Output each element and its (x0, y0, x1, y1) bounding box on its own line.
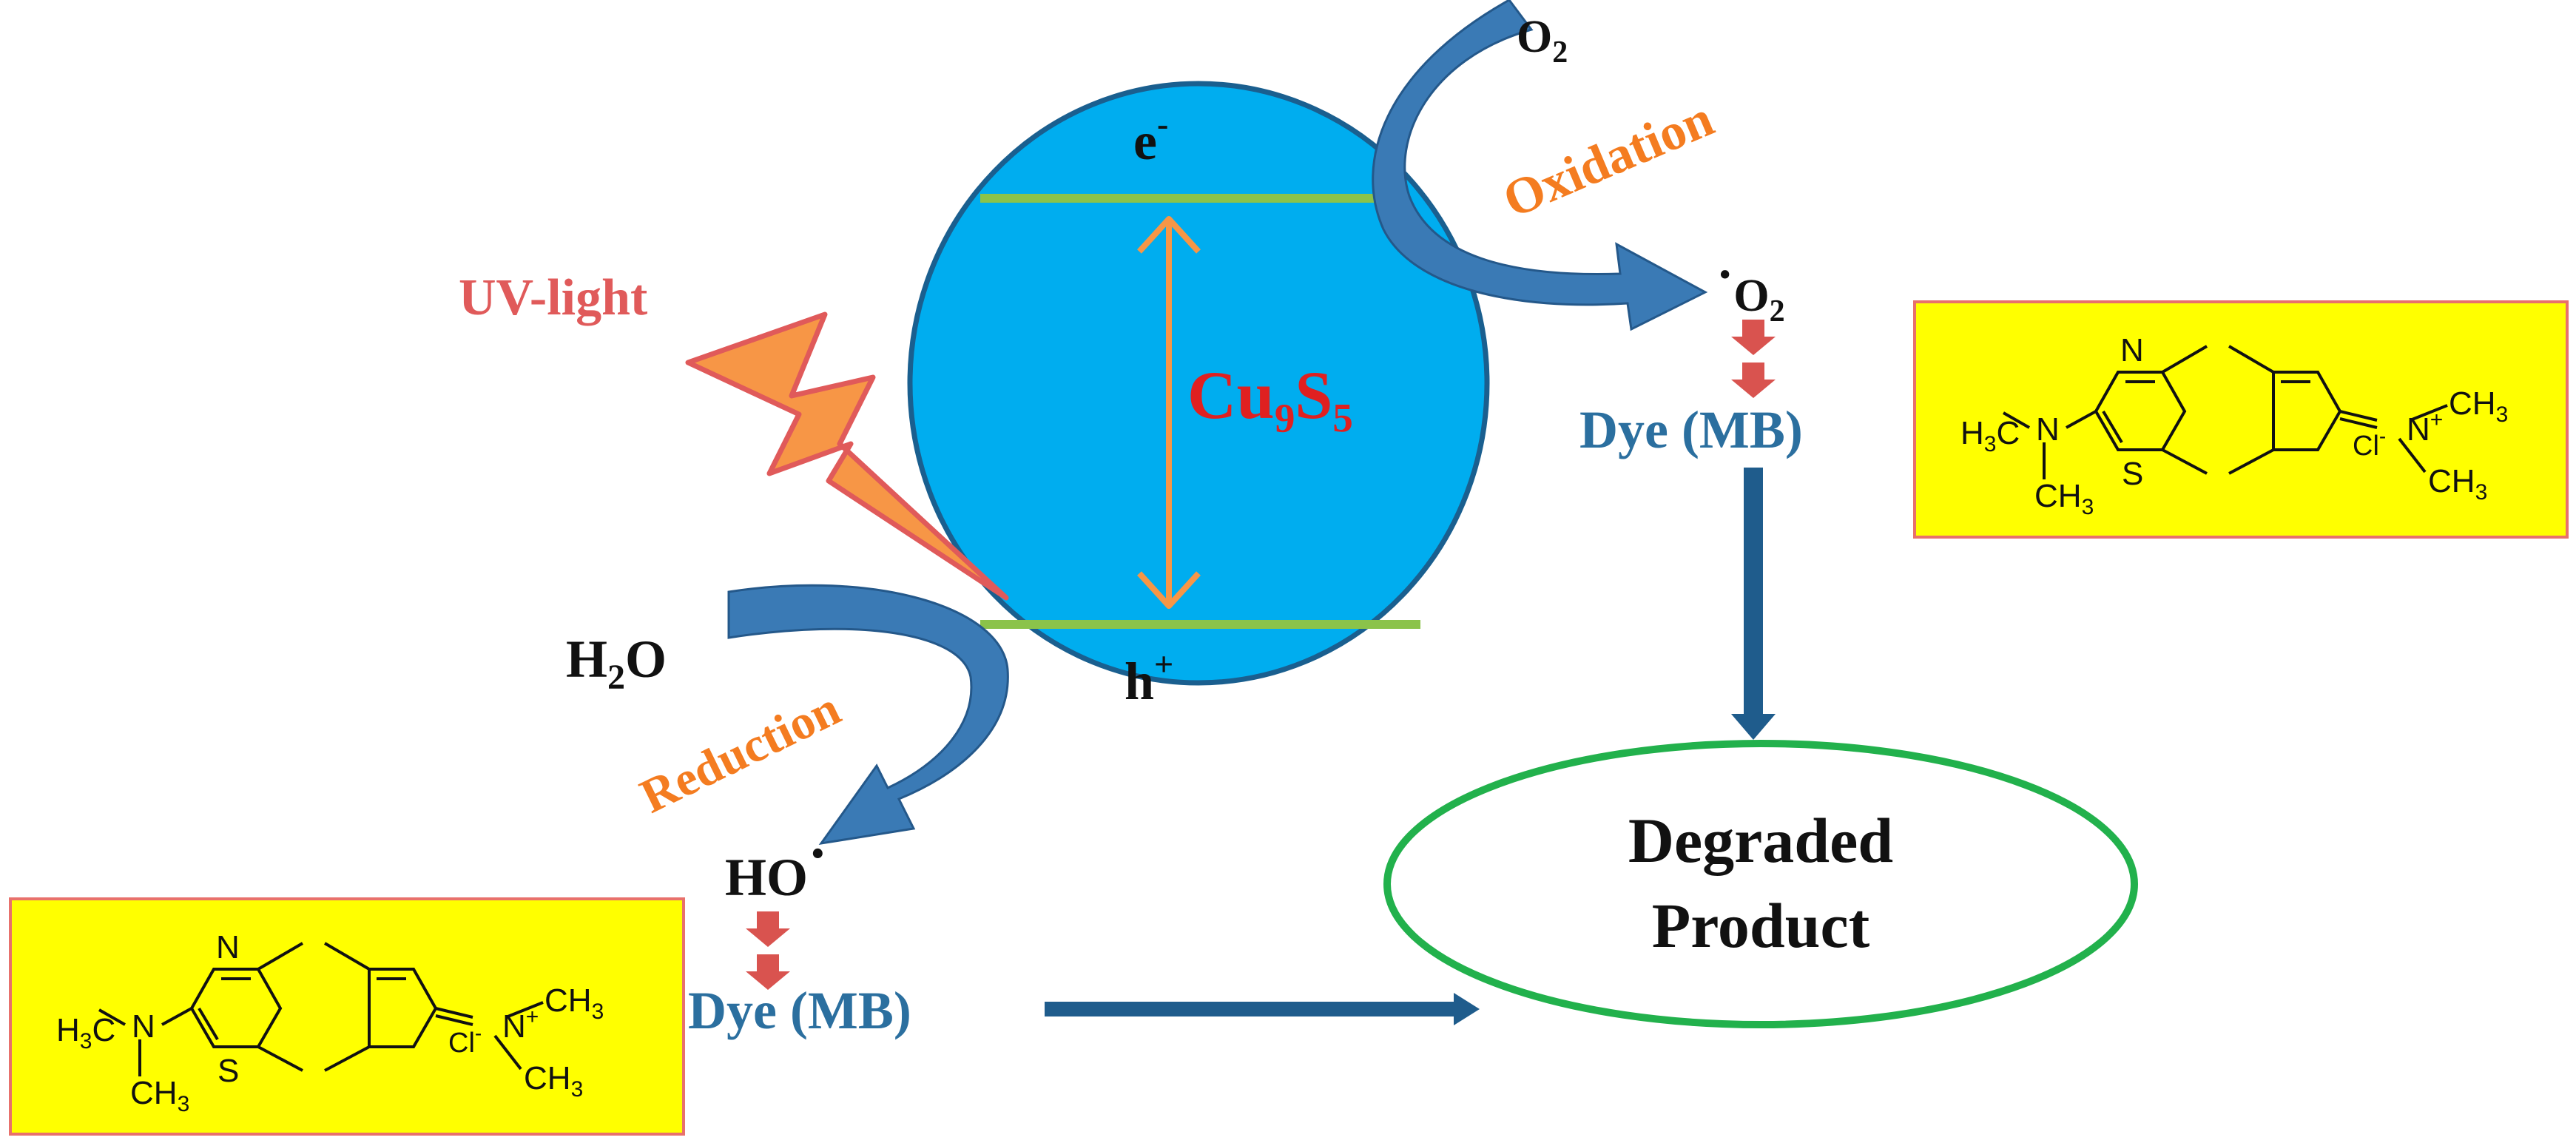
oxygen-label: O2 (1517, 12, 1568, 70)
reduction-label: Reduction (633, 681, 849, 824)
red-arrows-right (1731, 320, 1776, 398)
catalyst-particle (907, 81, 1490, 686)
molecule-box-left (9, 897, 685, 1136)
ring-s-label-left: S (218, 1053, 239, 1089)
h3c-label-right: H3C (1960, 415, 2020, 456)
methylene-blue-labels-right: N S H3C N CH3 N+ CH3 CH3 Cl- (1960, 332, 2508, 519)
uv-lightning-bolt (685, 311, 1009, 601)
h3c-label-left: H3C (56, 1012, 115, 1053)
ch3-top-label-left: CH3 (544, 982, 604, 1024)
oxidation-flow-arrow (1372, 0, 1708, 331)
ring-n-label-right: N (2120, 332, 2144, 368)
degraded-product-ellipse (1383, 740, 2138, 1028)
reduction-flow-arrow-body (727, 584, 1009, 846)
ch3-top-label-right: CH3 (2449, 385, 2508, 427)
cl-label-left: Cl- (448, 1022, 482, 1059)
dye-to-product-arrow-horizontal (1045, 993, 1480, 1025)
cl-label-right: Cl- (2353, 425, 2386, 462)
uv-light-label: UV-light (459, 269, 647, 326)
n-left-label-right: N (2036, 411, 2060, 448)
ch3-lower-label-right: CH3 (2428, 463, 2487, 505)
hydroxyl-label: HO· (725, 821, 828, 907)
ring-s-label-right: S (2122, 456, 2143, 492)
ch3-bottom-label-left: CH3 (130, 1075, 189, 1116)
n-left-label-left: N (132, 1008, 155, 1045)
molecule-box-right (1913, 300, 2569, 539)
catalyst-label: Cu₉S₅ (1187, 357, 1353, 433)
dye-label-left: Dye (MB) (688, 981, 911, 1040)
n-plus-label-left: N+ (502, 1005, 539, 1045)
product-label-line2: Product (1652, 890, 1870, 961)
dye-to-product-arrow-vertical (1731, 468, 1776, 740)
oxidation-label: Oxidation (1495, 90, 1722, 229)
methylene-blue-labels-left: N S H3C N CH3 N+ CH3 CH3 Cl- (56, 929, 604, 1116)
n-plus-label-right: N+ (2407, 408, 2443, 448)
ring-n-label-left: N (216, 929, 240, 965)
product-label-line1: Degraded (1628, 805, 1893, 876)
ch3-lower-label-left: CH3 (524, 1060, 583, 1102)
red-arrows-left (746, 911, 790, 990)
methylene-blue-structure-left (98, 942, 544, 1076)
ch3-bottom-label-right: CH3 (2034, 478, 2094, 519)
dye-label-right: Dye (MB) (1579, 400, 1803, 459)
hole-label: h+ (1125, 645, 1173, 711)
band-gap-arrow (1137, 216, 1201, 609)
electron-label: e- (1133, 105, 1168, 171)
methylene-blue-structure-right (2003, 345, 2448, 479)
superoxide-label: ·O2 (1716, 246, 1785, 328)
water-label: H2O (566, 630, 667, 697)
